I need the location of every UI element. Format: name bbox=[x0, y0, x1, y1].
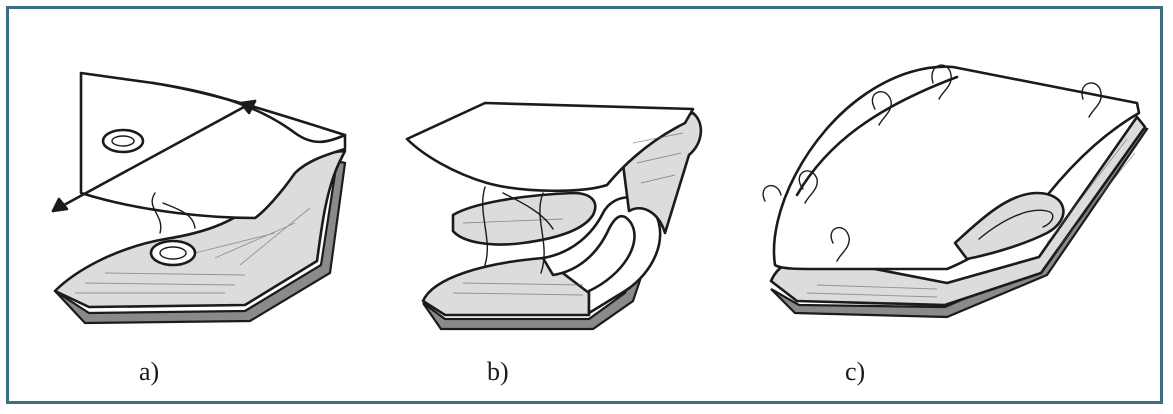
panel-c-upper-layer bbox=[774, 67, 1139, 269]
panel-a-illustration bbox=[45, 43, 375, 343]
caption-c: c) bbox=[845, 357, 865, 387]
panel-a-bottom-eyelet bbox=[151, 241, 195, 265]
panel-b-middle-layer bbox=[453, 193, 595, 245]
panel-a-drawing bbox=[45, 43, 375, 343]
caption-a: a) bbox=[139, 357, 159, 387]
panel-a-arrow-head-left bbox=[53, 199, 67, 211]
caption-b: b) bbox=[487, 357, 509, 387]
figure-frame: a) b) c) bbox=[6, 6, 1163, 404]
panel-b-illustration bbox=[393, 43, 733, 343]
panel-b-drawing bbox=[393, 43, 733, 343]
panel-a-top-eyelet bbox=[103, 130, 143, 152]
panel-c-stitch-6 bbox=[763, 186, 781, 201]
panel-c-drawing bbox=[747, 43, 1157, 343]
panel-c-illustration bbox=[747, 43, 1157, 343]
